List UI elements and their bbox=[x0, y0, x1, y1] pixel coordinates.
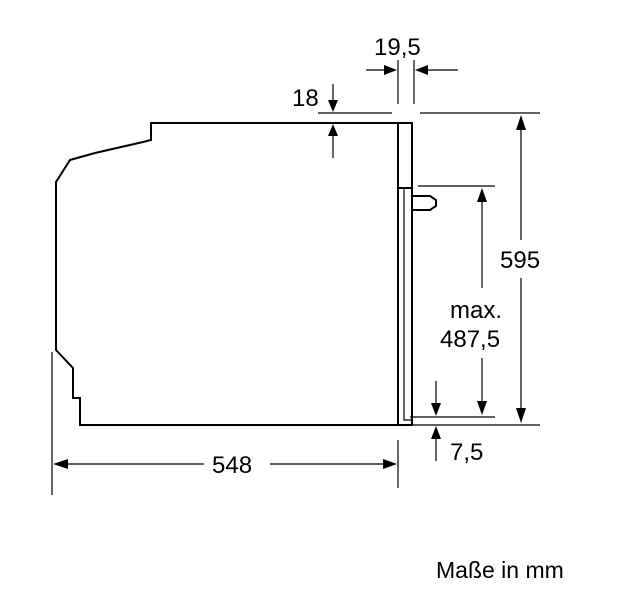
dim-548-label: 548 bbox=[212, 452, 252, 479]
unit-note: Maße in mm bbox=[436, 557, 564, 583]
dim-18-upper-arrow bbox=[328, 100, 338, 112]
door-inner-line bbox=[403, 188, 412, 421]
dim-19-5-left-arrow bbox=[384, 65, 397, 75]
dim-7-5-upper-arrow bbox=[431, 403, 441, 416]
handle bbox=[411, 195, 437, 211]
dim-487-bottom-arrow bbox=[477, 401, 487, 415]
dim-19-5-right-arrow bbox=[415, 65, 428, 75]
dim-595-label: 595 bbox=[500, 247, 540, 274]
dim-19-5-label: 19,5 bbox=[374, 34, 421, 61]
dim-7-5-label: 7,5 bbox=[450, 439, 483, 466]
dim-487-prefix: max. bbox=[450, 297, 502, 324]
dim-548-right-arrow bbox=[383, 459, 397, 469]
front-panel bbox=[398, 122, 413, 426]
oven-body-outline bbox=[55, 122, 399, 426]
dim-595-top-arrow bbox=[516, 115, 526, 130]
dim-595-bottom-arrow bbox=[516, 408, 526, 423]
dim-548-left-arrow bbox=[53, 459, 68, 469]
dim-18-lower-arrow bbox=[328, 124, 338, 136]
dim-487-top-arrow bbox=[477, 188, 487, 202]
dim-7-5-lower-arrow bbox=[431, 426, 441, 439]
dim-18-label: 18 bbox=[292, 85, 319, 112]
dim-487-label: 487,5 bbox=[440, 326, 500, 353]
